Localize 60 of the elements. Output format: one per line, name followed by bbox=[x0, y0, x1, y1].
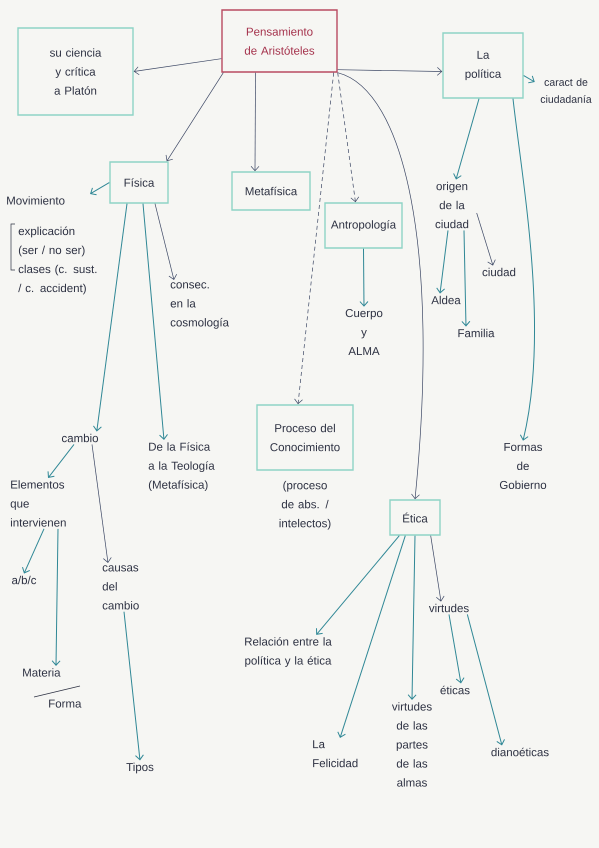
arrow bbox=[453, 98, 480, 180]
concept-text: virtudes de las partes de las almas bbox=[392, 702, 432, 787]
concept-text: Familia bbox=[458, 328, 495, 338]
concept-text: Formas de Gobierno bbox=[500, 443, 546, 490]
arrow bbox=[142, 203, 168, 440]
concept-text: caract de ciudadanía bbox=[540, 78, 592, 103]
arrow bbox=[466, 614, 506, 746]
curved-arrow bbox=[512, 98, 535, 441]
concept-box: Ética bbox=[389, 499, 441, 536]
concept-box: su ciencia y crítica a Platón bbox=[17, 27, 134, 116]
arrow bbox=[359, 248, 368, 307]
concept-text: Tipos bbox=[126, 762, 154, 774]
concept-box: La política bbox=[442, 32, 524, 99]
arrow bbox=[476, 212, 496, 266]
concept-text: De la Física a la Teología (Metafísica) bbox=[148, 442, 215, 492]
curved-arrow bbox=[337, 72, 424, 500]
concept-text: Cuerpo y ALMA bbox=[346, 309, 382, 356]
arrow bbox=[436, 230, 448, 294]
arrow bbox=[294, 72, 334, 404]
arrow bbox=[461, 230, 470, 327]
arrow bbox=[337, 67, 442, 76]
concept-box: Física bbox=[109, 161, 169, 204]
arrow bbox=[316, 535, 400, 635]
concept-text: a/b/c bbox=[12, 576, 36, 584]
arrow bbox=[48, 444, 74, 478]
arrow bbox=[90, 182, 110, 196]
arrow bbox=[250, 72, 260, 172]
arrow bbox=[92, 444, 112, 563]
concept-text: Materia Forma bbox=[23, 668, 82, 708]
arrow bbox=[22, 528, 44, 574]
concept-text: dianoéticas bbox=[491, 748, 549, 756]
concept-text: Relación entre la política y la ética bbox=[245, 637, 332, 667]
arrow bbox=[523, 75, 535, 84]
arrow bbox=[430, 535, 445, 602]
arrow bbox=[408, 535, 417, 700]
concept-text: La Felicidad bbox=[313, 740, 358, 768]
arrow bbox=[337, 535, 406, 738]
arrow bbox=[166, 72, 224, 162]
arrow bbox=[154, 203, 178, 280]
concept-text: virtudes bbox=[428, 604, 469, 612]
concept-text: cambio bbox=[62, 434, 98, 442]
concept-box: Pensamiento de Aristóteles bbox=[221, 9, 338, 73]
arrow bbox=[134, 58, 222, 76]
concept-text: éticas bbox=[440, 686, 470, 694]
arrow bbox=[124, 611, 144, 760]
arrow bbox=[92, 203, 128, 432]
concept-text: Elementos que intervienen bbox=[10, 480, 66, 527]
concept-text: causas del cambio bbox=[102, 565, 139, 610]
concept-text: consec. en la cosmología bbox=[170, 282, 229, 329]
concept-text: Movimiento explicación (ser / no ser) clases (c. sust. / c. accident) bbox=[7, 196, 96, 294]
arrow bbox=[337, 72, 360, 202]
arrow bbox=[52, 528, 61, 666]
side-note: (proceso de abs. / intelectos) bbox=[280, 480, 330, 530]
concept-text: ciudad bbox=[482, 268, 516, 276]
concept-text: Aldea bbox=[431, 296, 461, 304]
concept-box: Metafísica bbox=[231, 171, 311, 211]
concept-text: origen de la ciudad bbox=[436, 182, 468, 228]
arrow bbox=[448, 614, 465, 684]
concept-box: Antropología bbox=[324, 202, 403, 249]
concept-box: Proceso del Conocimiento bbox=[256, 404, 354, 471]
